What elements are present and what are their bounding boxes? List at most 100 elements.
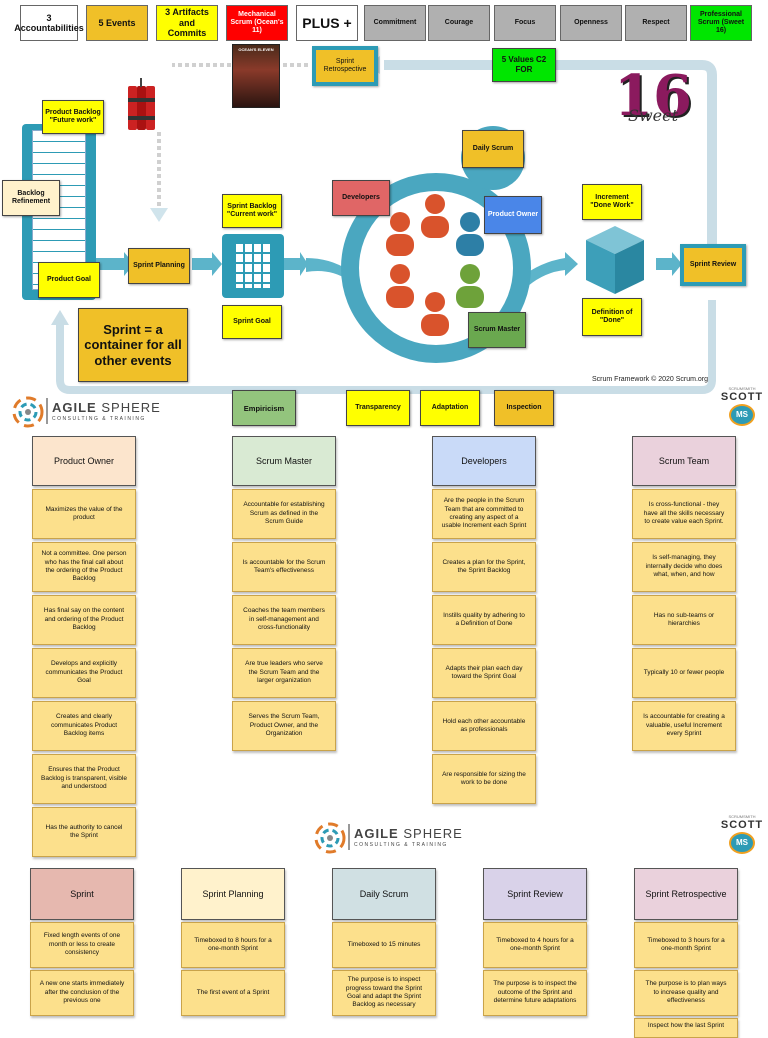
accountability-note: Is accountable for the Scrum Team's effe… bbox=[232, 542, 336, 592]
event-note: The purpose is to inspect the outcome of… bbox=[483, 970, 587, 1016]
accountability-note: Are the people in the Scrum Team that ar… bbox=[432, 489, 536, 539]
accountability-note: Has the authority to cancel the Sprint bbox=[32, 807, 136, 857]
event-note: Timeboxed to 15 minutes bbox=[332, 922, 436, 968]
scott-logo-small: SCRUMSMITH bbox=[728, 814, 756, 819]
header-box-5-events: 5 Events bbox=[86, 5, 148, 41]
accountability-note: Is self-managing, they internally decide… bbox=[632, 542, 736, 592]
scrum-team-people-icon bbox=[386, 194, 484, 336]
accountability-note: Are true leaders who serve the Scrum Tea… bbox=[232, 648, 336, 698]
logo-name-bold: AGILE bbox=[52, 400, 97, 415]
pillar-empiricism: Empiricism bbox=[232, 390, 296, 426]
event-header-sprint-planning: Sprint Planning bbox=[181, 868, 285, 920]
accountability-note: Has final say on the content and orderin… bbox=[32, 595, 136, 645]
accountability-header-scrum-team: Scrum Team bbox=[632, 436, 736, 486]
accountability-note: Creates a plan for the Sprint, the Sprin… bbox=[432, 542, 536, 592]
sprint-review-label: Sprint Review bbox=[680, 244, 746, 286]
daily-scrum-label: Daily Scrum bbox=[462, 130, 524, 168]
accountability-header-product-owner: Product Owner bbox=[32, 436, 136, 486]
header-box-commitment: Commitment bbox=[364, 5, 426, 41]
header-box-openness: Openness bbox=[560, 5, 622, 41]
scott-logo-small: SCRUMSMITH bbox=[728, 386, 756, 391]
accountability-note: Has no sub-teams or hierarchies bbox=[632, 595, 736, 645]
logo-name-bold: AGILE bbox=[354, 826, 399, 841]
scrum-master-label: Scrum Master bbox=[468, 312, 526, 348]
accountability-note: Is cross-functional - they have all the … bbox=[632, 489, 736, 539]
header-box-3-artifacts-and-commits: 3 Artifacts and Commits bbox=[156, 5, 218, 41]
product-owner-label: Product Owner bbox=[484, 196, 542, 234]
accountability-note: Adapts their plan each day toward the Sp… bbox=[432, 648, 536, 698]
agile-sphere-logo: AGILE SPHERE CONSULTING & TRAINING bbox=[10, 394, 160, 430]
logo-tagline: CONSULTING & TRAINING bbox=[354, 842, 448, 848]
accountability-note: Ensures that the Product Backlog is tran… bbox=[32, 754, 136, 804]
event-header-sprint: Sprint bbox=[30, 868, 134, 920]
accountability-note: Hold each other accountable as professio… bbox=[432, 701, 536, 751]
logo-tagline: CONSULTING & TRAINING bbox=[52, 416, 146, 422]
oceans-eleven-poster: OCEAN'S ELEVEN bbox=[232, 44, 280, 108]
logo-name-light: SPHERE bbox=[101, 400, 161, 415]
accountability-note: Creates and clearly communicates Product… bbox=[32, 701, 136, 751]
header-box-respect: Respect bbox=[625, 5, 687, 41]
header-box-focus: Focus bbox=[494, 5, 556, 41]
agile-sphere-emblem-icon bbox=[314, 822, 346, 854]
accountability-note: Are responsible for sizing the work to b… bbox=[432, 754, 536, 804]
event-header-sprint-review: Sprint Review bbox=[483, 868, 587, 920]
pillar-transparency: Transparency bbox=[346, 390, 410, 426]
agile-sphere-logo-2: AGILE SPHERE CONSULTING & TRAINING bbox=[312, 820, 462, 856]
copyright-text: Scrum Framework © 2020 Scrum.org bbox=[592, 376, 709, 383]
accountability-header-scrum-master: Scrum Master bbox=[232, 436, 336, 486]
accountability-note: Maximizes the value of the product bbox=[32, 489, 136, 539]
developers-label: Developers bbox=[332, 180, 390, 216]
accountability-note: Accountable for establishing Scrum as de… bbox=[232, 489, 336, 539]
dynamite-icon bbox=[128, 78, 156, 130]
accountability-header-developers: Developers bbox=[432, 436, 536, 486]
pillar-inspection: Inspection bbox=[494, 390, 554, 426]
scott-logo-name: SCOTT bbox=[720, 819, 764, 831]
header-box-3-accountabilities: 3 Accountabilities bbox=[14, 5, 84, 41]
logo-name-light: SPHERE bbox=[403, 826, 463, 841]
agile-sphere-emblem-icon bbox=[12, 396, 44, 428]
event-note: Timeboxed to 3 hours for a one-month Spr… bbox=[634, 922, 738, 968]
event-note: The first event of a Sprint bbox=[181, 970, 285, 1016]
event-note: Inspect how the last Sprint bbox=[634, 1018, 738, 1038]
scott-logo-badge: MS bbox=[729, 832, 755, 854]
event-note: Timeboxed to 8 hours for a one-month Spr… bbox=[181, 922, 285, 968]
event-note: Fixed length events of one month or less… bbox=[30, 922, 134, 968]
accountability-note: Typically 10 or fewer people bbox=[632, 648, 736, 698]
accountability-note: Coaches the team members in self-managem… bbox=[232, 595, 336, 645]
values-box: 5 Values C2 FOR bbox=[492, 48, 556, 82]
sprint-planning: Sprint Planning bbox=[128, 248, 190, 284]
header-box-courage: Courage bbox=[428, 5, 490, 41]
sprint-retrospective: Sprint Retrospective bbox=[312, 46, 378, 86]
pillar-adaptation: Adaptation bbox=[420, 390, 480, 426]
scott-logo: SCRUMSMITH SCOTT MS bbox=[718, 386, 766, 430]
definition-of-done: Definition of "Done" bbox=[582, 298, 642, 336]
accountability-note: Develops and explicitly communicates the… bbox=[32, 648, 136, 698]
scott-logo-name: SCOTT bbox=[720, 391, 764, 403]
increment-cube-icon bbox=[586, 226, 644, 294]
header-box-professional-scrum-sweet-16: Professional Scrum (Sweet 16) bbox=[690, 5, 752, 41]
event-note: The purpose is to plan ways to increase … bbox=[634, 970, 738, 1016]
accountability-note: Serves the Scrum Team, Product Owner, an… bbox=[232, 701, 336, 751]
sweet16-number: 16 bbox=[614, 63, 692, 129]
accountability-note: Is accountable for creating a valuable, … bbox=[632, 701, 736, 751]
product-backlog-label: Product Backlog "Future work" bbox=[42, 100, 104, 134]
accountability-note: Not a committee. One person who has the … bbox=[32, 542, 136, 592]
event-header-daily-scrum: Daily Scrum bbox=[332, 868, 436, 920]
header-box-mechanical-scrum-ocean-s-11: Mechanical Scrum (Ocean's 11) bbox=[226, 5, 288, 41]
poster-title: OCEAN'S ELEVEN bbox=[238, 47, 274, 52]
event-note: The purpose is to inspect progress towar… bbox=[332, 970, 436, 1016]
event-note: Timeboxed to 4 hours for a one-month Spr… bbox=[483, 922, 587, 968]
backlog-refinement: Backlog Refinement bbox=[2, 180, 60, 216]
sprint-backlog-board bbox=[222, 234, 284, 298]
event-note: A new one starts immediately after the c… bbox=[30, 970, 134, 1016]
event-header-sprint-retrospective: Sprint Retrospective bbox=[634, 868, 738, 920]
product-goal: Product Goal bbox=[38, 262, 100, 298]
scott-logo-2: SCRUMSMITH SCOTT MS bbox=[718, 814, 766, 860]
accountability-note: Instills quality by adhering to a Defini… bbox=[432, 595, 536, 645]
sprint-backlog-label: Sprint Backlog "Current work" bbox=[222, 194, 282, 228]
header-box-plus: PLUS + bbox=[296, 5, 358, 41]
sprint-goal: Sprint Goal bbox=[222, 305, 282, 339]
sweet16-word: Sweet bbox=[628, 106, 679, 125]
sweet16-logo: 16 Sweet bbox=[614, 63, 692, 132]
increment-label: Increment "Done Work" bbox=[582, 184, 642, 220]
